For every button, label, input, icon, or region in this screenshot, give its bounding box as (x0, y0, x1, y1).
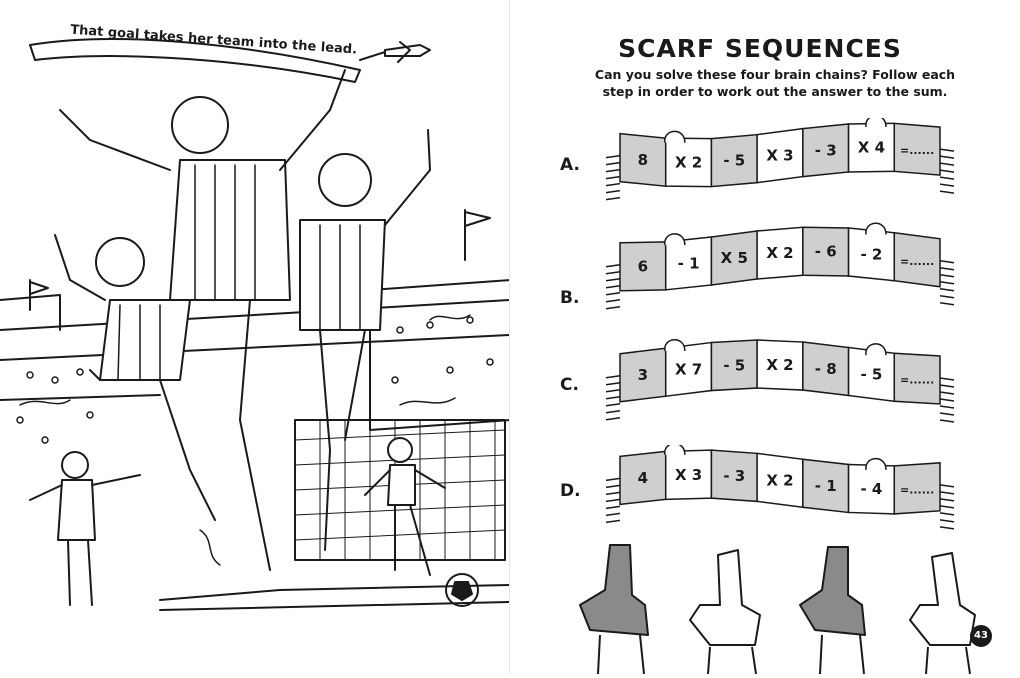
puzzle-d-label: D. (560, 481, 581, 501)
puzzle-b-label: B. (560, 288, 580, 308)
scarf-cell-text: - 5 (723, 152, 745, 170)
scarf-fringe (605, 148, 955, 201)
scarf-cell-text: - 3 (815, 141, 837, 159)
scarf-cell (893, 231, 941, 288)
scarf-cell-text: X 3 (675, 466, 702, 484)
scarf-b: 6 - 1 X 5 X 2 - 6 - 2 =...... (605, 222, 955, 310)
hand-icon (865, 118, 887, 128)
scarf-cell-text: 3 (638, 366, 648, 384)
scarf-a: 8 X 2 - 5 X 3 - 3 X 4 =...... (605, 118, 955, 201)
scarf-cell-text: =...... (900, 374, 934, 387)
hand-icon (865, 222, 887, 235)
hand-icon (664, 233, 686, 246)
scarf-cell-text: X 4 (858, 139, 885, 157)
page-number: 43 (970, 625, 992, 647)
hand-icon (664, 445, 686, 455)
foam-fingers-illustration (579, 544, 976, 674)
scarf-cell-text: X 3 (766, 147, 793, 165)
scarf-cell-text: 6 (638, 257, 648, 275)
page-gutter (509, 0, 510, 674)
scarf-cell (893, 122, 941, 176)
scarf-cell-text: - 1 (678, 254, 700, 272)
scarf-cell-text: - 6 (815, 243, 837, 261)
scarf-cell-text: - 3 (723, 467, 745, 485)
hand-icon (865, 457, 887, 470)
scarf-cell-text: =...... (900, 483, 934, 496)
instructions: Can you solve these four brain chains? F… (594, 67, 956, 99)
hand-icon (664, 338, 686, 352)
scarf-cell (893, 352, 941, 405)
football-celebration-illustration (0, 38, 511, 611)
scarf-c: 3 X 7 - 5 X 2 - 8 - 5 =...... (605, 338, 955, 423)
foam-finger-icon (799, 546, 866, 636)
illustration-page: That goal takes her team into the lead. (0, 0, 511, 674)
scarf-cell-text: 4 (638, 469, 648, 487)
scarf-cell-text: - 8 (815, 360, 837, 378)
puzzle-c-label: C. (560, 375, 579, 395)
scarf-cell-text: - 1 (815, 477, 837, 495)
scarf-cell-text: - 2 (860, 245, 882, 263)
puzzle-page: SCARF SEQUENCES Can you solve these four… (510, 0, 1020, 674)
scarf-cell-text: X 2 (766, 356, 793, 374)
scarf-cell-text: =...... (900, 144, 934, 157)
hand-icon (865, 343, 887, 356)
scarf-cell-text: X 2 (766, 471, 793, 489)
scarf-fringe (605, 375, 955, 423)
foam-finger-icon (909, 552, 976, 646)
scarf-fringe (605, 260, 955, 310)
scarf-cell (893, 462, 941, 515)
scarf-cell-text: X 2 (766, 244, 793, 262)
scarf-cell-text: - 5 (860, 365, 882, 383)
scarf-cell-text: X 5 (721, 249, 748, 267)
scarf-cell-text: 8 (638, 151, 648, 169)
scarf-cell-text: - 4 (860, 480, 882, 498)
puzzle-a-label: A. (560, 155, 580, 175)
page-title: SCARF SEQUENCES (618, 34, 902, 63)
scarf-cell-text: X 7 (675, 360, 702, 378)
hand-icon (664, 130, 686, 143)
scarf-cell-text: =...... (900, 255, 934, 268)
foam-finger-icon (689, 549, 761, 646)
scarf-cell-text: - 5 (723, 356, 745, 374)
scarf-cell-text: X 2 (675, 153, 702, 171)
scarf-fringe (605, 477, 955, 530)
scarf-d: 4 X 3 - 3 X 2 - 1 - 4 =...... (605, 445, 955, 530)
foam-finger-icon (579, 544, 649, 636)
